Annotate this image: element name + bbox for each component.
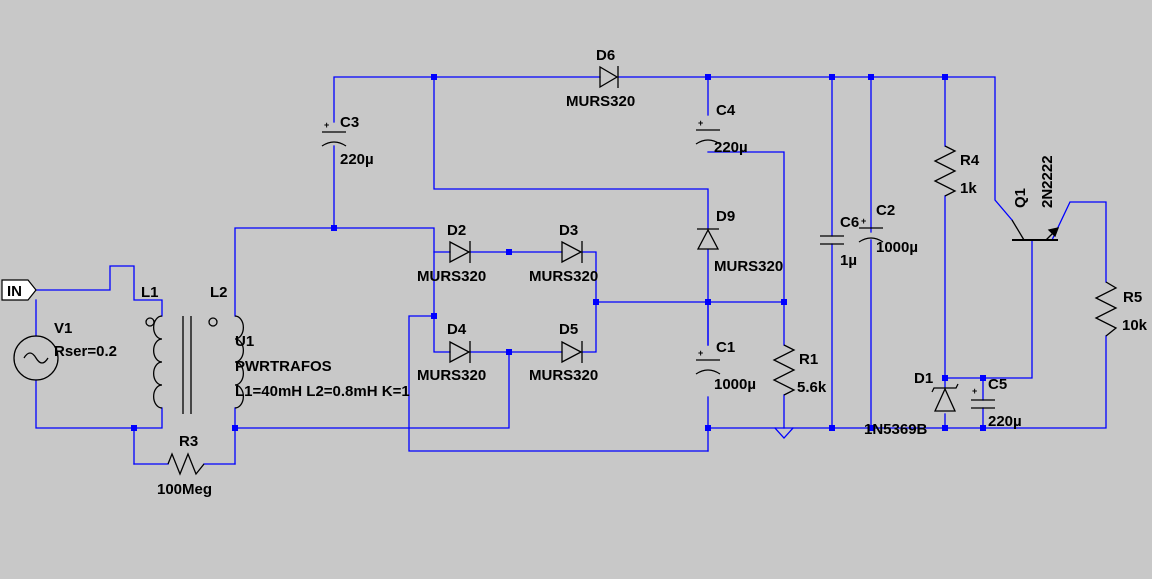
c2-ref: C2 (876, 202, 895, 219)
capacitor-c6[interactable]: C6 1µ (820, 214, 859, 269)
wires (35, 76, 1107, 465)
r1-ref: R1 (799, 351, 818, 368)
svg-text:+: + (972, 386, 977, 396)
svg-text:+: + (324, 120, 329, 130)
diode-d6[interactable]: D6 MURS320 (566, 47, 635, 110)
c2-value: 1000µ (876, 239, 918, 256)
resistor-r3[interactable]: R3 100Meg (157, 433, 212, 498)
l2-ref: L2 (210, 284, 228, 301)
d9-ref: D9 (716, 208, 735, 225)
svg-text:+: + (698, 348, 703, 358)
c5-ref: C5 (988, 376, 1007, 393)
r3-value: 100Meg (157, 481, 212, 498)
capacitor-c5[interactable]: + C5 220µ (971, 376, 1022, 430)
diode-d5[interactable]: D5 MURS320 (529, 321, 598, 384)
d3-ref: D3 (559, 222, 578, 239)
junctions (131, 74, 986, 431)
c6-value: 1µ (840, 252, 857, 269)
c6-ref: C6 (840, 214, 859, 231)
d4-ref: D4 (447, 321, 467, 338)
c5-value: 220µ (988, 413, 1022, 430)
in-port[interactable]: IN (1, 279, 37, 301)
r1-value: 5.6k (797, 379, 827, 396)
d3-value: MURS320 (529, 268, 598, 285)
capacitor-c2[interactable]: + C2 1000µ (858, 202, 918, 256)
v1-ref: V1 (54, 320, 72, 337)
c3-ref: C3 (340, 114, 359, 131)
d6-value: MURS320 (566, 93, 635, 110)
d2-value: MURS320 (417, 268, 486, 285)
d4-value: MURS320 (417, 367, 486, 384)
d5-ref: D5 (559, 321, 578, 338)
resistor-r4[interactable]: R4 1k (933, 145, 980, 197)
c4-ref: C4 (716, 102, 736, 119)
d1-value: 1N5369B (864, 421, 928, 438)
r4-ref: R4 (960, 152, 980, 169)
u1-ref: U1 (235, 333, 254, 350)
transistor-q1[interactable]: Q1 2N2222 (1011, 155, 1060, 241)
transformer-u1[interactable]: L1 L2 U1 PWRTRAFOS L1=40mH L2=0.8mH K=1 (141, 284, 410, 414)
c4-value: 220µ (714, 139, 748, 156)
in-port-label: IN (7, 283, 22, 300)
resistor-r5[interactable]: R5 10k (1094, 281, 1148, 337)
diode-d9[interactable]: D9 MURS320 (696, 208, 783, 275)
c3-value: 220µ (340, 151, 374, 168)
diode-d3[interactable]: D3 MURS320 (529, 222, 598, 285)
zener-diode-d1[interactable]: D1 1N5369B (864, 370, 959, 438)
c1-ref: C1 (716, 339, 735, 356)
u1-model: PWRTRAFOS (235, 358, 332, 375)
d1-ref: D1 (914, 370, 933, 387)
d9-value: MURS320 (714, 258, 783, 275)
q1-ref: Q1 (1012, 188, 1029, 208)
l1-ref: L1 (141, 284, 159, 301)
q1-value: 2N2222 (1039, 155, 1056, 208)
r5-value: 10k (1122, 317, 1148, 334)
resistor-r1[interactable]: R1 5.6k (772, 344, 827, 396)
voltage-source-v1[interactable]: V1 Rser=0.2 (13, 320, 117, 381)
r4-value: 1k (960, 180, 977, 197)
svg-text:+: + (861, 216, 866, 226)
capacitor-c4[interactable]: + C4 220µ (695, 102, 748, 156)
capacitor-c1[interactable]: + C1 1000µ (695, 339, 756, 393)
capacitor-c3[interactable]: + C3 220µ (321, 114, 374, 168)
v1-value: Rser=0.2 (54, 343, 117, 360)
d6-ref: D6 (596, 47, 615, 64)
diode-d2[interactable]: D2 MURS320 (417, 222, 486, 285)
c1-value: 1000µ (714, 376, 756, 393)
r3-ref: R3 (179, 433, 198, 450)
r5-ref: R5 (1123, 289, 1142, 306)
svg-text:+: + (698, 118, 703, 128)
u1-params: L1=40mH L2=0.8mH K=1 (235, 383, 410, 400)
diode-d4[interactable]: D4 MURS320 (417, 321, 486, 384)
d5-value: MURS320 (529, 367, 598, 384)
d2-ref: D2 (447, 222, 466, 239)
